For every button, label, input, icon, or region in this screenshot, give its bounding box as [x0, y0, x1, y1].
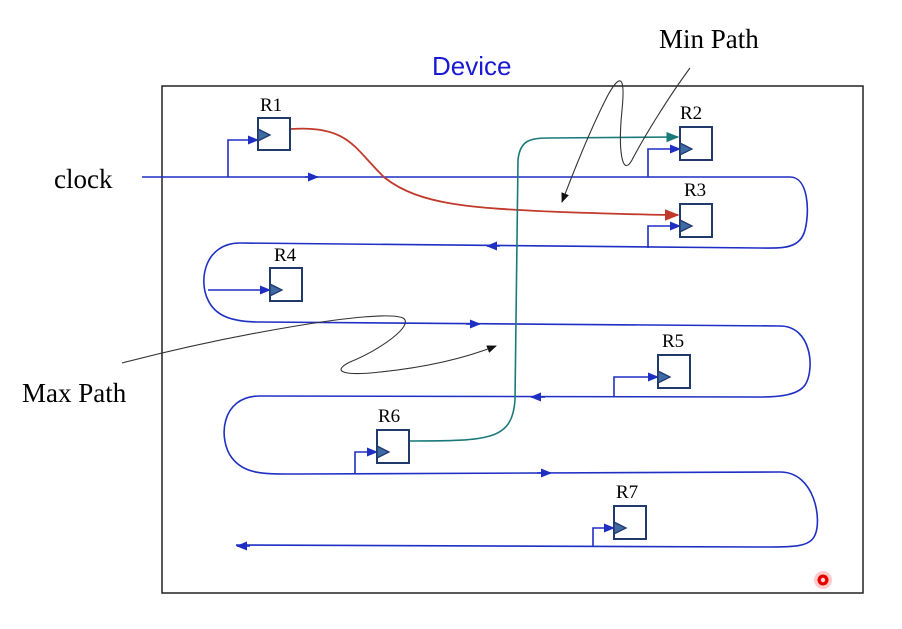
max-path-pointer: [121, 315, 497, 375]
branch-r7: [592, 523, 616, 547]
min-path-pointer: [561, 67, 691, 203]
register-r5: R5: [657, 331, 691, 389]
svg-text:R3: R3: [684, 180, 706, 201]
register-r2: R2: [679, 103, 713, 161]
max-path-wire: [290, 127, 680, 221]
branch-r1: [227, 135, 260, 177]
svg-text:R5: R5: [662, 331, 684, 352]
min-path-label: Min Path: [659, 24, 759, 54]
branch-r6: [354, 447, 379, 474]
register-r4: R4: [269, 245, 303, 302]
svg-text:R2: R2: [680, 103, 702, 124]
branch-r3: [647, 221, 682, 248]
min-path-wire: [409, 131, 680, 442]
register-r6: R6: [376, 406, 410, 464]
device-boundary: [161, 85, 864, 594]
register-r3: R3: [679, 180, 713, 238]
svg-text:R4: R4: [274, 245, 297, 266]
branch-r5: [613, 372, 660, 397]
clock-label: clock: [54, 164, 113, 194]
device-label: Device: [432, 51, 511, 81]
svg-text:R7: R7: [616, 482, 638, 503]
register-r7: R7: [613, 482, 647, 540]
branch-r2: [647, 144, 682, 177]
max-path-label: Max Path: [22, 378, 127, 408]
register-r1: R1: [257, 95, 291, 151]
svg-text:R6: R6: [378, 406, 400, 427]
laser-pointer-dot: [814, 571, 832, 589]
svg-text:R1: R1: [260, 95, 282, 116]
clock-net: [142, 176, 819, 548]
